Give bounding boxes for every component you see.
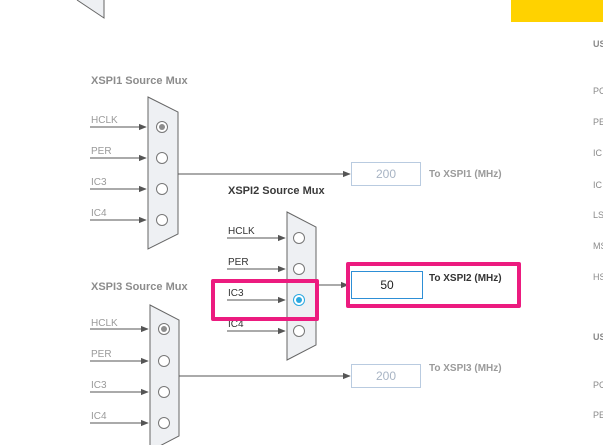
- side-panel-item[interactable]: PC: [593, 380, 603, 390]
- xspi3-output-label: To XSPI3 (MHz): [429, 363, 502, 374]
- side-panel-header: US: [593, 332, 603, 342]
- xspi1-input-hclk-label: HCLK: [91, 115, 118, 126]
- xspi3-radio-ic3[interactable]: [158, 386, 170, 398]
- xspi3-input-ic4-label: IC4: [91, 411, 107, 422]
- xspi3-input-ic3-label: IC3: [91, 380, 107, 391]
- xspi1-frequency-field[interactable]: 200: [351, 162, 421, 186]
- xspi2-radio-hclk[interactable]: [293, 232, 305, 244]
- xspi1-input-ic3-label: IC3: [91, 177, 107, 188]
- xspi2-radio-per[interactable]: [293, 263, 305, 275]
- side-panel-item[interactable]: LS: [593, 210, 603, 220]
- xspi1-radio-ic4[interactable]: [156, 214, 168, 226]
- xspi2-input-per-label: PER: [228, 257, 249, 268]
- upstream-mux-fragment: [76, 0, 105, 19]
- xspi3-input-hclk-label: HCLK: [91, 318, 118, 329]
- xspi2-frequency-field[interactable]: 50: [351, 271, 423, 299]
- xspi3-radio-hclk[interactable]: [158, 323, 170, 335]
- xspi2-radio-ic3[interactable]: [293, 294, 305, 306]
- xspi2-mux-shape: [286, 211, 317, 361]
- xspi2-radio-ic4[interactable]: [293, 325, 305, 337]
- side-panel-item[interactable]: PE: [593, 410, 603, 420]
- side-panel-item[interactable]: MS: [593, 241, 603, 251]
- xspi2-input-ic3-label: IC3: [228, 288, 244, 299]
- xspi1-input-ic4-label: IC4: [91, 208, 107, 219]
- xspi3-radio-ic4[interactable]: [158, 417, 170, 429]
- xspi1-input-per-label: PER: [91, 146, 112, 157]
- side-panel-item[interactable]: PE: [593, 117, 603, 127]
- xspi3-mux-title: XSPI3 Source Mux: [91, 281, 188, 293]
- xspi3-frequency-field[interactable]: 200: [351, 364, 421, 388]
- xspi2-mux-title: XSPI2 Source Mux: [228, 185, 325, 197]
- xspi2-input-ic4-label: IC4: [228, 319, 244, 330]
- xspi1-radio-hclk[interactable]: [156, 121, 168, 133]
- xspi3-mux-shape: [149, 304, 180, 445]
- side-panel-item[interactable]: PC: [593, 86, 603, 96]
- side-panel-header: US: [593, 39, 603, 49]
- ic3-selection-highlight: [211, 279, 319, 321]
- xspi2-output-highlight: [346, 262, 521, 308]
- xspi2-input-hclk-label: HCLK: [228, 226, 255, 237]
- xspi3-radio-per[interactable]: [158, 355, 170, 367]
- side-panel-item[interactable]: IC: [593, 148, 602, 158]
- side-panel-item[interactable]: IC: [593, 180, 602, 190]
- xspi1-mux-title: XSPI1 Source Mux: [91, 75, 188, 87]
- side-panel-item[interactable]: HS: [593, 272, 603, 282]
- xspi3-input-per-label: PER: [91, 349, 112, 360]
- xspi1-radio-per[interactable]: [156, 152, 168, 164]
- xspi1-radio-ic3[interactable]: [156, 183, 168, 195]
- xspi1-mux-shape: [147, 96, 179, 250]
- top-toolbar-accent: [511, 0, 603, 22]
- xspi1-output-label: To XSPI1 (MHz): [429, 169, 502, 180]
- xspi2-output-label: To XSPI2 (MHz): [429, 273, 502, 284]
